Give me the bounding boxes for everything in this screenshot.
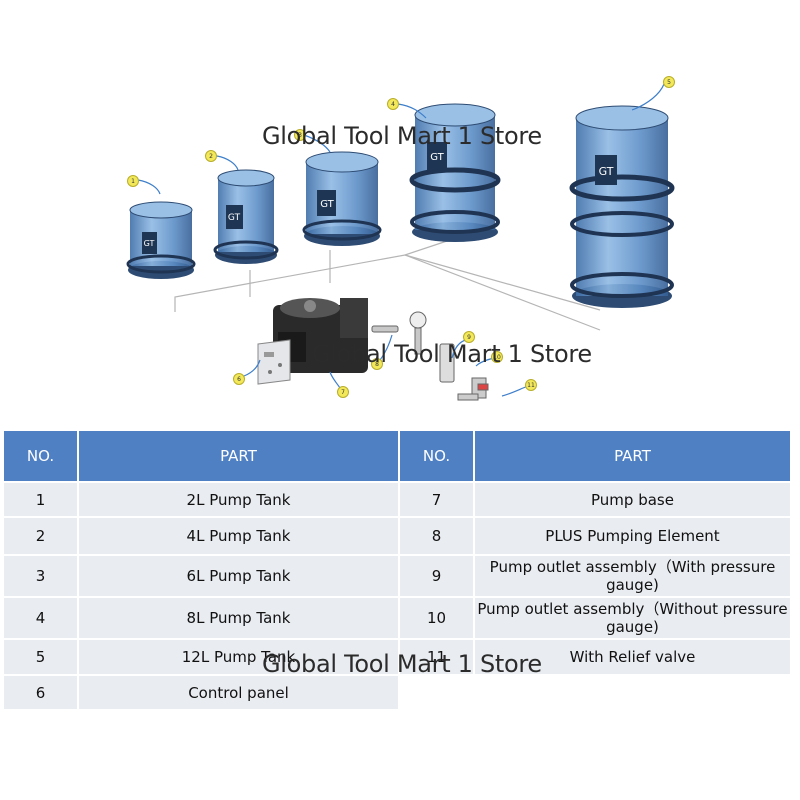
callout-1: 1 (127, 175, 139, 187)
pump-base-illustration (273, 298, 368, 373)
callout-3: 3 (294, 129, 306, 141)
header-no-2: NO. (400, 431, 473, 481)
table-row: 3 6L Pump Tank 9 Pump outlet assembly（Wi… (4, 556, 790, 596)
cell-part: 2L Pump Tank (79, 483, 398, 516)
exploded-parts-diagram: GT GT GT GT GT (126, 76, 675, 401)
cell-no: 1 (4, 483, 77, 516)
callout-10: 10 (491, 351, 503, 363)
callout-11: 11 (525, 379, 537, 391)
callout-4: 4 (387, 98, 399, 110)
cell-part: 4L Pump Tank (79, 518, 398, 554)
svg-text:9: 9 (467, 334, 471, 341)
cell-part-2: Pump outlet assembly（With pressure gauge… (475, 556, 790, 596)
svg-text:2: 2 (209, 153, 213, 160)
connector-lines (174, 239, 601, 331)
table-row: 1 2L Pump Tank 7 Pump base (4, 483, 790, 516)
callout-2: 2 (205, 150, 217, 162)
cell-no-2: 9 (400, 556, 473, 596)
svg-text:11: 11 (527, 382, 535, 389)
svg-text:GT: GT (144, 239, 155, 248)
tank-8l-illustration: GT (409, 103, 501, 242)
header-no: NO. (4, 431, 77, 481)
cell-part-2: With Relief valve (475, 640, 790, 674)
cell-no-2: 7 (400, 483, 473, 516)
cell-part: 6L Pump Tank (79, 556, 398, 596)
cell-empty (400, 676, 473, 709)
svg-text:6: 6 (237, 376, 241, 383)
header-part-2: PART (475, 431, 790, 481)
watermark-text: Global Tool Mart 1 Store (312, 340, 592, 368)
parts-table: NO. PART NO. PART 1 2L Pump Tank 7 Pump … (2, 429, 792, 711)
table-row: 5 12L Pump Tank 11 With Relief valve (4, 640, 790, 674)
svg-text:GT: GT (228, 213, 241, 223)
watermark-text: Global Tool Mart 1 Store (262, 650, 542, 678)
svg-text:3: 3 (298, 132, 302, 139)
svg-text:10: 10 (493, 354, 501, 361)
callout-7: 7 (337, 386, 349, 398)
svg-text:GT: GT (320, 199, 334, 210)
tank-12l-illustration: GT (569, 105, 675, 308)
callout-6: 6 (233, 373, 245, 385)
cell-part-2: PLUS Pumping Element (475, 518, 790, 554)
watermark-text: Global Tool Mart 1 Store (262, 122, 542, 150)
cell-no: 2 (4, 518, 77, 554)
control-panel-illustration (257, 339, 291, 385)
table-row: 4 8L Pump Tank 10 Pump outlet assembly（W… (4, 598, 790, 638)
cell-part: Control panel (79, 676, 398, 709)
cell-no-2: 11 (400, 640, 473, 674)
tank-4l-illustration: GT (213, 169, 279, 264)
fittings-illustration (371, 311, 489, 401)
callout-5: 5 (663, 76, 675, 88)
cell-no: 6 (4, 676, 77, 709)
svg-text:GT: GT (430, 152, 444, 163)
cell-no: 4 (4, 598, 77, 638)
callout-badges: 1 2 3 4 5 6 7 8 9 10 11 (127, 76, 675, 398)
svg-text:5: 5 (667, 79, 671, 86)
callout-9: 9 (463, 331, 475, 343)
cell-no: 5 (4, 640, 77, 674)
cell-part-2: Pump base (475, 483, 790, 516)
cell-empty (475, 676, 790, 709)
tank-6l-illustration: GT (302, 151, 382, 246)
svg-text:GT: GT (599, 165, 614, 178)
svg-text:8: 8 (375, 361, 379, 368)
table-header-row: NO. PART NO. PART (4, 431, 790, 481)
svg-text:4: 4 (391, 101, 395, 108)
tank-2l-illustration: GT (126, 201, 196, 279)
cell-no-2: 8 (400, 518, 473, 554)
callout-8: 8 (371, 358, 383, 370)
cell-part: 12L Pump Tank (79, 640, 398, 674)
svg-text:1: 1 (131, 178, 135, 185)
cell-no: 3 (4, 556, 77, 596)
cell-part-2: Pump outlet assembly（Without pressure ga… (475, 598, 790, 638)
table-row: 6 Control panel (4, 676, 790, 709)
svg-text:7: 7 (341, 389, 345, 396)
header-part: PART (79, 431, 398, 481)
table-row: 2 4L Pump Tank 8 PLUS Pumping Element (4, 518, 790, 554)
cell-part: 8L Pump Tank (79, 598, 398, 638)
cell-no-2: 10 (400, 598, 473, 638)
